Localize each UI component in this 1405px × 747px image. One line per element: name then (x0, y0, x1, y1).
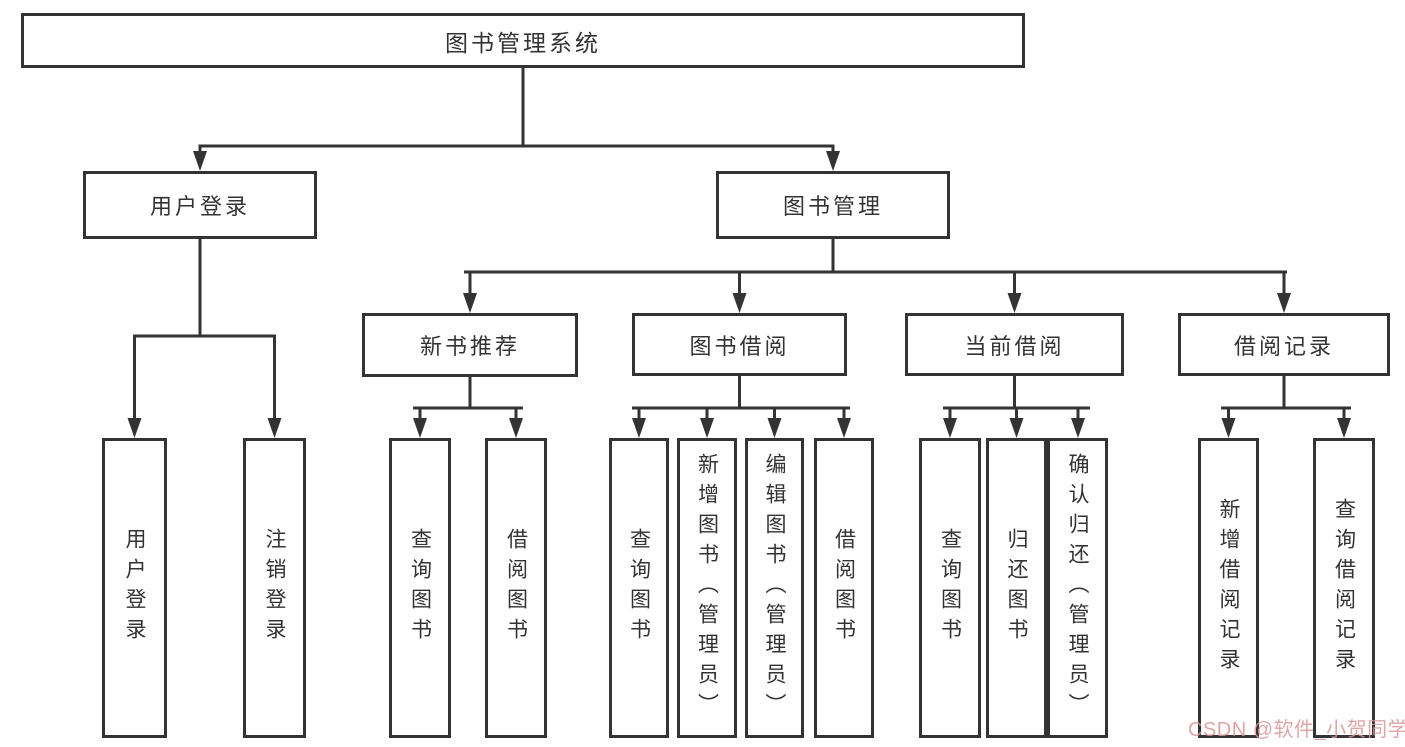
csdn-watermark: CSDN @软件_小贺同学 (1188, 719, 1405, 741)
leaf-logout: 注销登录 (243, 438, 306, 738)
leaf-query-books-recommend: 查询图书 (389, 438, 451, 738)
node-current-borrowing: 当前借阅 (905, 313, 1124, 376)
leaf-add-books-admin: 新增图书（管理员） (677, 438, 737, 738)
leaf-borrow-books-recommend: 借阅图书 (485, 438, 547, 738)
node-book-management: 图书管理 (716, 171, 950, 239)
leaf-confirm-return-admin: 确认归还（管理员） (1047, 438, 1108, 738)
leaf-query-books-borrowing: 查询图书 (609, 438, 669, 738)
node-new-book-recommendation: 新书推荐 (362, 313, 578, 377)
node-book-borrowing: 图书借阅 (632, 313, 847, 376)
leaf-user-login: 用户登录 (102, 438, 167, 738)
leaf-add-borrow-record: 新增借阅记录 (1198, 438, 1259, 738)
leaf-query-books-current: 查询图书 (919, 438, 981, 738)
node-user-login: 用户登录 (83, 171, 317, 239)
leaf-borrow-books: 借阅图书 (814, 438, 874, 738)
leaf-return-books: 归还图书 (986, 438, 1047, 738)
leaf-query-borrow-record: 查询借阅记录 (1313, 438, 1375, 738)
node-library-management-system: 图书管理系统 (21, 13, 1025, 68)
node-borrowing-records: 借阅记录 (1178, 313, 1390, 376)
leaf-edit-books-admin: 编辑图书（管理员） (745, 438, 804, 738)
